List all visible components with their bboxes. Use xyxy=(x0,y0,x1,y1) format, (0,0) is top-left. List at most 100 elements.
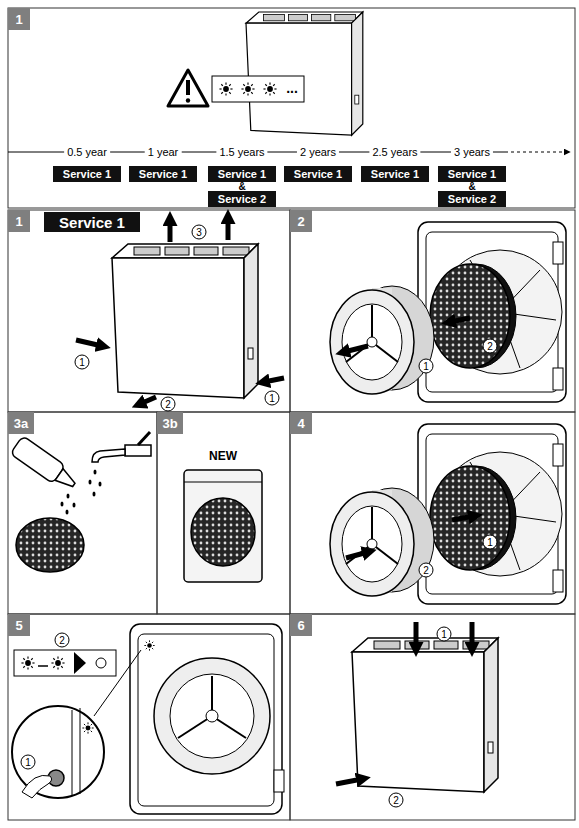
node-text: 1 xyxy=(15,214,22,229)
led-box xyxy=(212,76,304,102)
panel-number: 5 xyxy=(8,614,30,636)
panel-frame xyxy=(290,412,575,614)
node-text: Service 2 xyxy=(448,193,496,205)
panel-frame xyxy=(8,8,575,208)
housing-edge xyxy=(80,708,81,794)
callout-number: 2 xyxy=(419,563,434,578)
ampersand: & xyxy=(468,182,475,192)
service-box: Service 1 xyxy=(208,166,276,182)
callout-number: 2 xyxy=(161,397,176,412)
led-off xyxy=(96,658,106,668)
callout-number: 1 xyxy=(419,359,434,374)
fan-housing xyxy=(418,222,566,402)
filter-disc xyxy=(430,264,516,368)
ring-spokes xyxy=(178,676,246,738)
cover-ring xyxy=(170,674,254,758)
led-symbol xyxy=(144,640,154,650)
node-text: 1 xyxy=(15,12,22,27)
panel-frame xyxy=(8,412,157,614)
led-symbol xyxy=(21,656,34,669)
timeline xyxy=(505,152,570,153)
panel-number: 1 xyxy=(8,210,30,232)
filter-bag xyxy=(184,470,262,582)
magnifier xyxy=(12,706,104,798)
warning-triangle xyxy=(168,70,208,106)
time-label: 3 years xyxy=(451,146,493,158)
latch xyxy=(274,770,284,792)
water-drops xyxy=(89,470,102,497)
time-label: 2 years xyxy=(297,146,339,158)
node-text: Service 2 xyxy=(218,193,266,205)
filter-disc xyxy=(16,518,84,572)
push-arrow xyxy=(76,340,102,346)
panel-number: 4 xyxy=(290,412,312,434)
node-text: 3a xyxy=(14,416,28,431)
node-text: Service 1 xyxy=(139,168,187,180)
transition-arrow xyxy=(74,652,86,674)
node-text: Service 1 xyxy=(294,168,342,180)
led-symbol xyxy=(51,656,64,669)
panel-number: 3b xyxy=(157,412,183,434)
node-text: 3b xyxy=(162,416,177,431)
time-label: 1.5 years xyxy=(216,146,267,158)
service-box: Service 1 xyxy=(129,166,197,182)
remove-arrow xyxy=(344,346,368,352)
panel-frame xyxy=(8,614,290,820)
new-label: NEW xyxy=(209,449,237,463)
water-tap xyxy=(92,432,151,462)
led-box xyxy=(14,650,116,676)
callout-number: 3 xyxy=(192,225,207,240)
node-text: Service 1 xyxy=(218,168,266,180)
leader-line xyxy=(94,650,141,716)
led-symbol xyxy=(263,82,276,95)
push-arrow xyxy=(336,779,362,784)
service-box: Service 1 xyxy=(284,166,352,182)
node-text: Service 1 xyxy=(371,168,419,180)
service-box: Service 2 xyxy=(208,191,276,207)
panel-number: 3a xyxy=(8,412,34,434)
led-symbol xyxy=(219,82,232,95)
node-text: Service 1 xyxy=(59,214,125,231)
ring-hub xyxy=(206,710,218,722)
service-box: Service 1 xyxy=(438,166,506,182)
fan-unit xyxy=(246,12,363,135)
panel-number: 6 xyxy=(290,614,312,636)
callout-number: 2 xyxy=(389,793,404,808)
filter-disc xyxy=(191,498,255,566)
drops xyxy=(61,494,76,515)
panel-frame xyxy=(290,614,575,820)
panel-number: 1 xyxy=(8,8,30,30)
callout-number: 2 xyxy=(483,339,498,354)
fan-unit xyxy=(112,244,258,398)
lift-arrow xyxy=(226,218,231,240)
pull-arrow xyxy=(140,397,156,404)
callout-number: 2 xyxy=(55,633,70,648)
time-label: 2.5 years xyxy=(369,146,420,158)
led-symbol xyxy=(82,722,93,733)
finger xyxy=(22,775,52,798)
cover-ring xyxy=(154,658,270,774)
warning-mark xyxy=(186,98,190,102)
panel-frame xyxy=(157,412,290,614)
led-dash xyxy=(38,665,48,667)
node-text: Service 1 xyxy=(63,168,111,180)
led-symbol xyxy=(241,82,254,95)
node-text: 4 xyxy=(297,416,304,431)
callout-number: 1 xyxy=(21,755,36,770)
time-label: 1 year xyxy=(145,146,182,158)
service-heading: Service 1 xyxy=(44,212,140,232)
push-arrow xyxy=(264,378,284,382)
cover-ring xyxy=(330,286,434,394)
service-box: Service 1 xyxy=(53,166,121,182)
bag-seal xyxy=(184,482,262,483)
fan-unit xyxy=(352,638,498,792)
warning-mark xyxy=(186,80,190,95)
panel-frames xyxy=(8,8,575,820)
callout-number: 1 xyxy=(265,391,280,406)
service-box: Service 1 xyxy=(361,166,429,182)
detergent-bottle xyxy=(10,436,80,494)
ellipsis: ... xyxy=(286,80,298,96)
callout-number: 1 xyxy=(75,355,90,370)
node-text: 2 xyxy=(297,214,304,229)
